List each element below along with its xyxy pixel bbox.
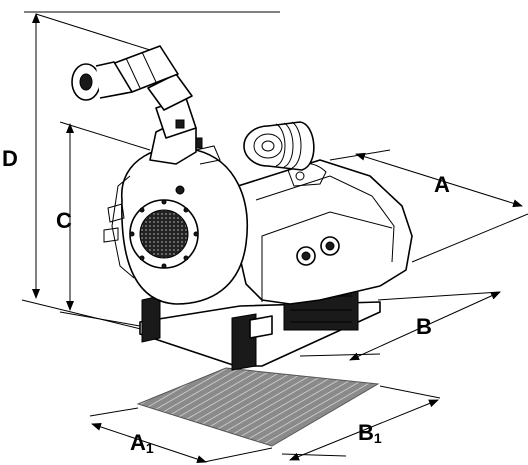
dimension-b: B [299, 291, 501, 361]
dimension-a1: A1 [89, 407, 273, 463]
dimension-a1-label: A1 [130, 430, 154, 456]
dimension-d-label: D [2, 146, 18, 171]
base-frame [139, 289, 381, 371]
dimension-b1: B1 [281, 385, 441, 461]
flange-bolts [129, 199, 199, 269]
footprint-plate [136, 367, 380, 447]
dimension-a1-main: A [130, 430, 146, 455]
dimension-d: D [2, 11, 280, 331]
ribbed-motor [243, 121, 315, 171]
dimension-a1-sub: 1 [146, 440, 154, 456]
dimension-a-label: A [434, 172, 450, 197]
dimension-b1-main: B [358, 420, 374, 445]
fan-volute [103, 146, 248, 305]
dimension-b1-sub: 1 [374, 430, 382, 446]
dimension-b-label: B [416, 314, 432, 339]
gas-train [71, 45, 221, 165]
burner-unit [71, 45, 413, 371]
dimension-c-label: C [56, 208, 72, 233]
dimension-c: C [56, 121, 151, 327]
motor-housing [235, 159, 413, 305]
dimension-b1-label: B1 [358, 420, 382, 446]
dimension-a: A [329, 149, 528, 263]
